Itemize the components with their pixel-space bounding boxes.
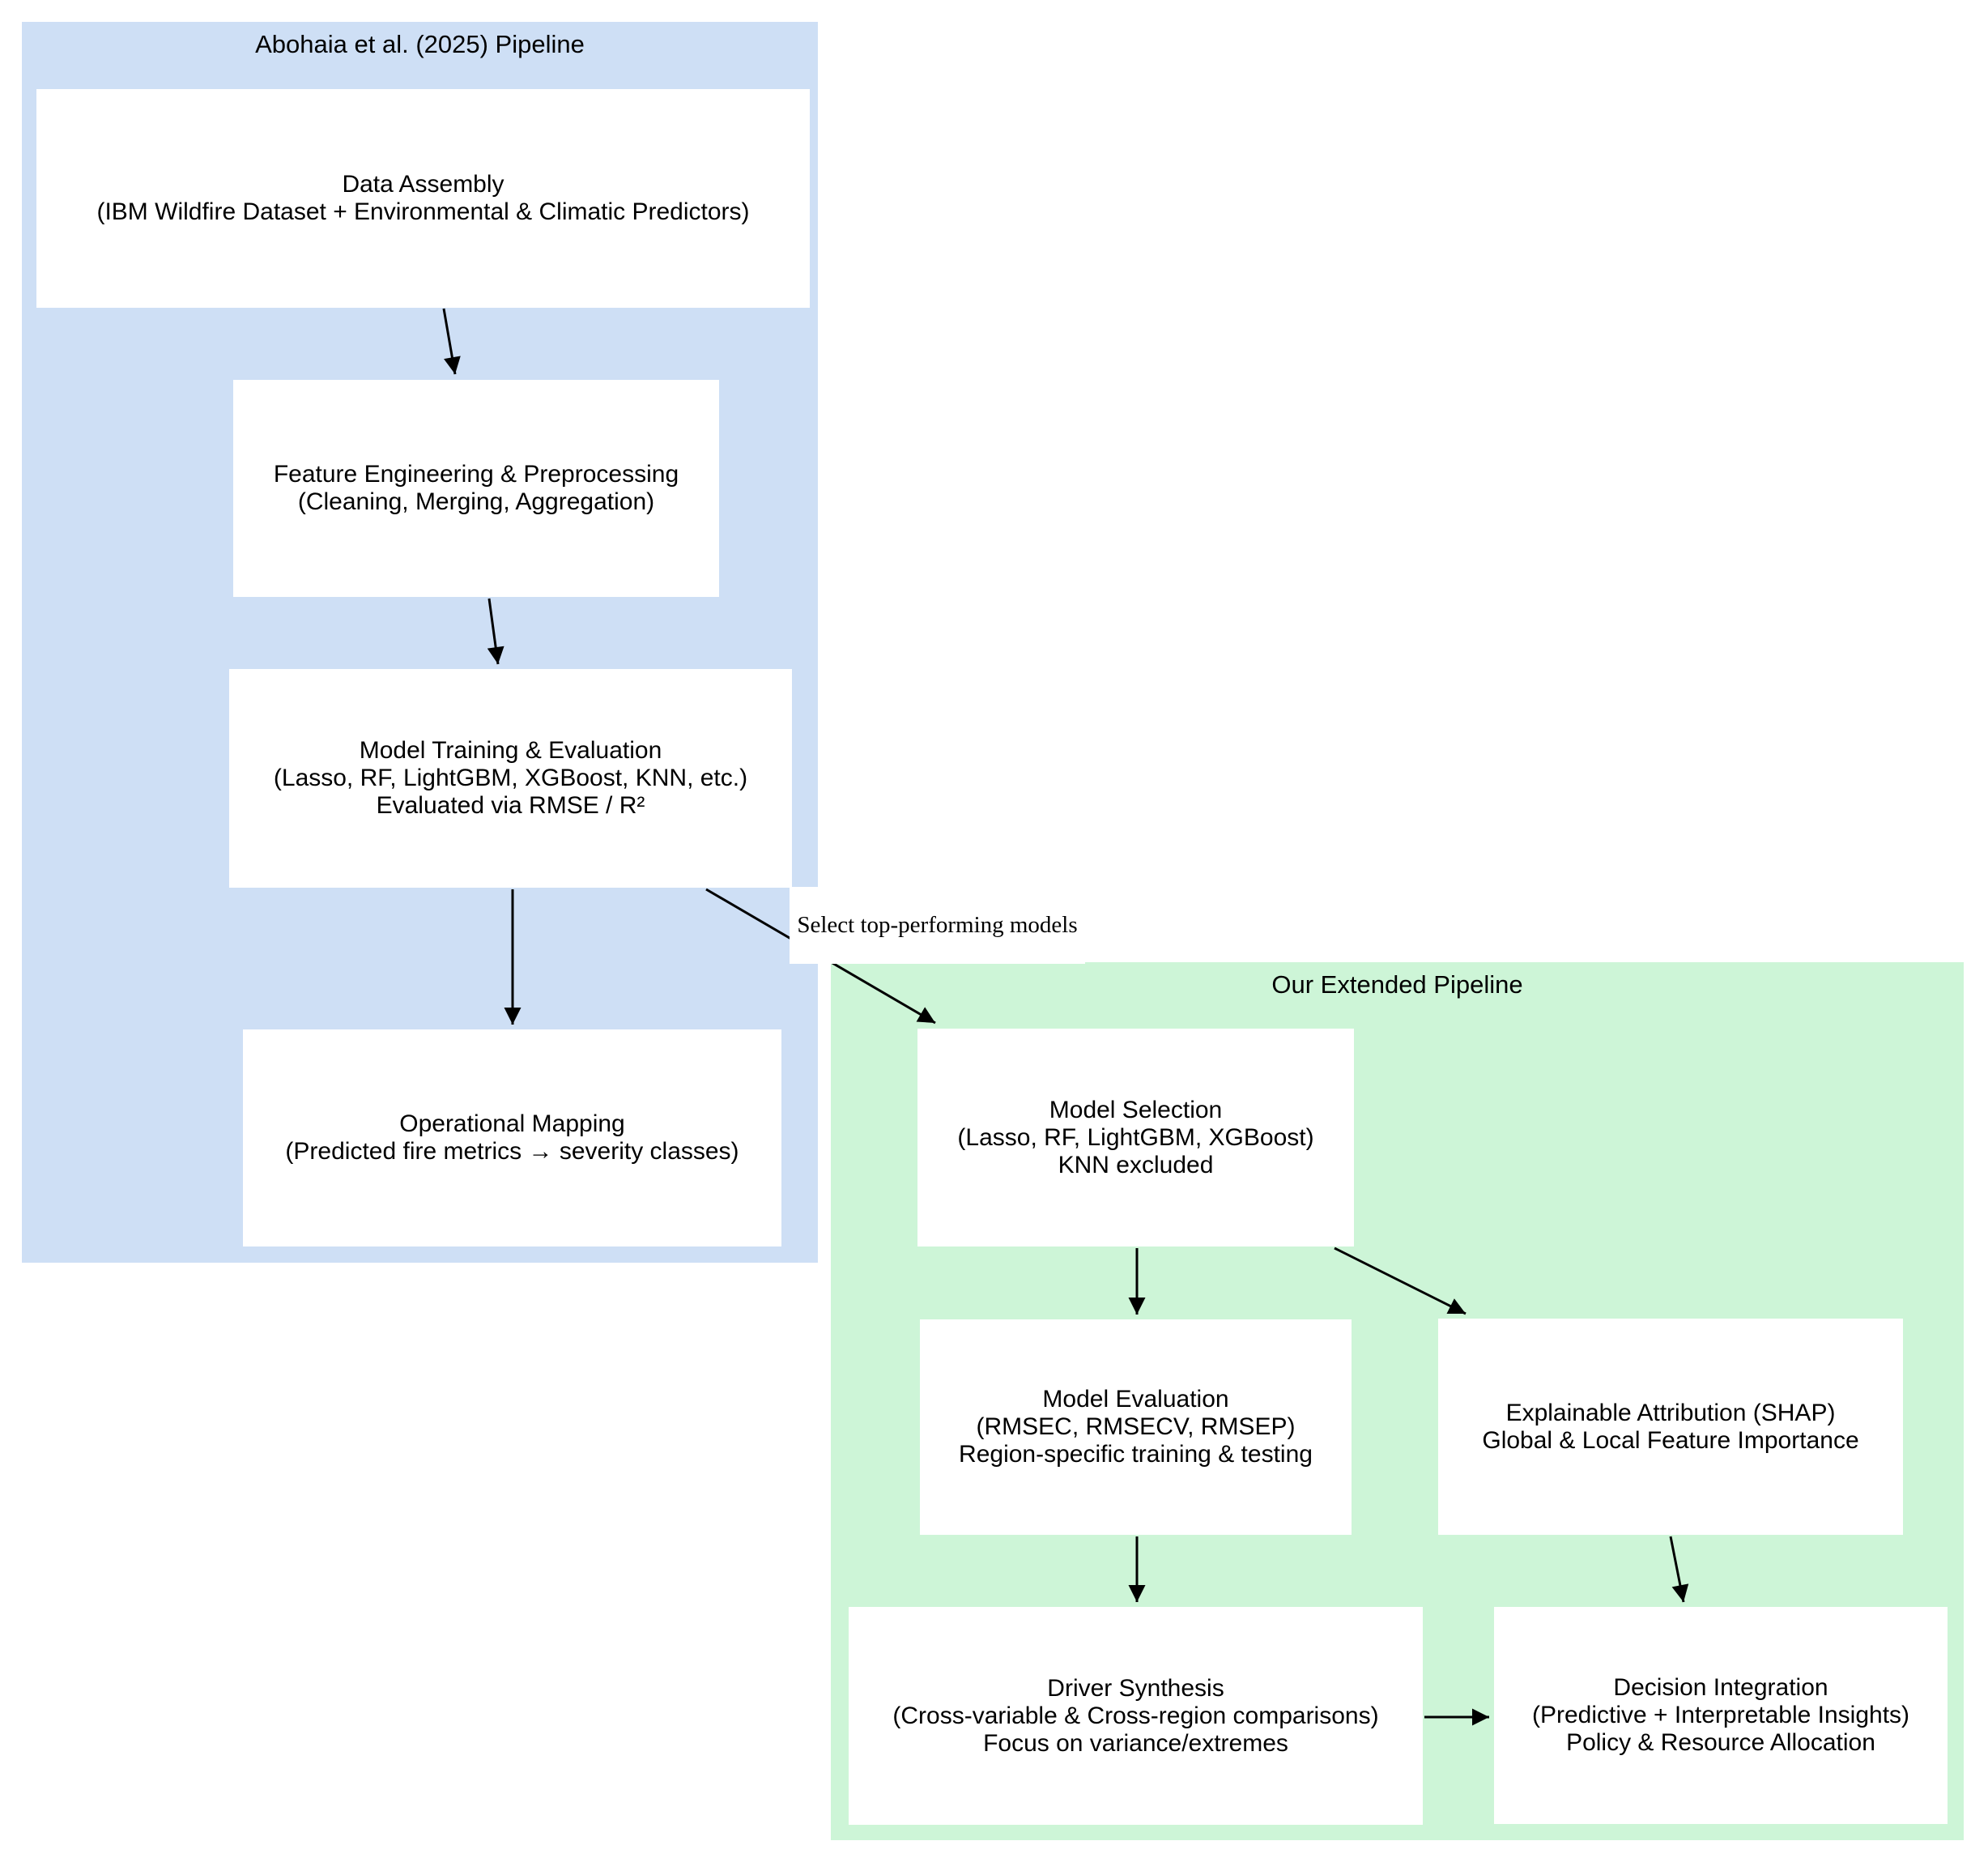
node-feature-engineering: Feature Engineering & Preprocessing (Cle… xyxy=(233,380,719,597)
node-model-training-line3: Evaluated via RMSE / R² xyxy=(376,792,645,819)
cluster-abohaia-title: Abohaia et al. (2025) Pipeline xyxy=(255,30,585,58)
node-driver-synthesis: Driver Synthesis (Cross-variable & Cross… xyxy=(849,1607,1423,1825)
node-feature-engineering-line1: Feature Engineering & Preprocessing xyxy=(273,461,679,488)
node-driver-synthesis-line1: Driver Synthesis xyxy=(1047,1674,1224,1702)
node-model-selection-line1: Model Selection xyxy=(1049,1096,1223,1123)
node-driver-synthesis-line2: (Cross-variable & Cross-region compariso… xyxy=(892,1702,1379,1729)
node-model-evaluation-line3: Region-specific training & testing xyxy=(959,1441,1313,1468)
node-explainable-attribution-line1: Explainable Attribution (SHAP) xyxy=(1505,1399,1836,1426)
node-model-selection: Model Selection (Lasso, RF, LightGBM, XG… xyxy=(917,1029,1354,1246)
cluster-extended-title: Our Extended Pipeline xyxy=(1271,970,1523,999)
node-explainable-attribution-line2: Global & Local Feature Importance xyxy=(1482,1426,1859,1454)
node-decision-integration-line2: (Predictive + Interpretable Insights) xyxy=(1531,1702,1910,1728)
node-model-evaluation-line1: Model Evaluation xyxy=(1042,1386,1229,1413)
node-operational-mapping-line2: (Predicted fire metrics → severity class… xyxy=(285,1138,739,1165)
node-data-assembly: Data Assembly (IBM Wildfire Dataset + En… xyxy=(36,89,810,308)
node-data-assembly-line2: (IBM Wildfire Dataset + Environmental & … xyxy=(96,198,750,225)
edge-label-select-top-models: Select top-performing models xyxy=(790,887,1085,964)
node-model-selection-line3: KNN excluded xyxy=(1058,1151,1214,1178)
node-driver-synthesis-line3: Focus on variance/extremes xyxy=(983,1729,1288,1757)
node-operational-mapping: Operational Mapping (Predicted fire metr… xyxy=(243,1029,781,1246)
node-model-selection-line2: (Lasso, RF, LightGBM, XGBoost) xyxy=(957,1123,1314,1151)
node-feature-engineering-line2: (Cleaning, Merging, Aggregation) xyxy=(297,488,655,515)
node-decision-integration-line1: Decision Integration xyxy=(1613,1674,1828,1701)
node-explainable-attribution: Explainable Attribution (SHAP) Global & … xyxy=(1438,1319,1903,1535)
node-operational-mapping-line1: Operational Mapping xyxy=(399,1110,625,1137)
node-data-assembly-line1: Data Assembly xyxy=(342,171,504,198)
node-model-training-line1: Model Training & Evaluation xyxy=(359,737,662,764)
node-model-evaluation: Model Evaluation (RMSEC, RMSECV, RMSEP) … xyxy=(920,1319,1352,1535)
node-model-training: Model Training & Evaluation (Lasso, RF, … xyxy=(229,669,792,888)
node-model-training-line2: (Lasso, RF, LightGBM, XGBoost, KNN, etc.… xyxy=(273,765,748,791)
node-model-evaluation-line2: (RMSEC, RMSECV, RMSEP) xyxy=(976,1413,1296,1440)
node-decision-integration: Decision Integration (Predictive + Inter… xyxy=(1494,1607,1948,1824)
node-decision-integration-line3: Policy & Resource Allocation xyxy=(1566,1729,1875,1756)
